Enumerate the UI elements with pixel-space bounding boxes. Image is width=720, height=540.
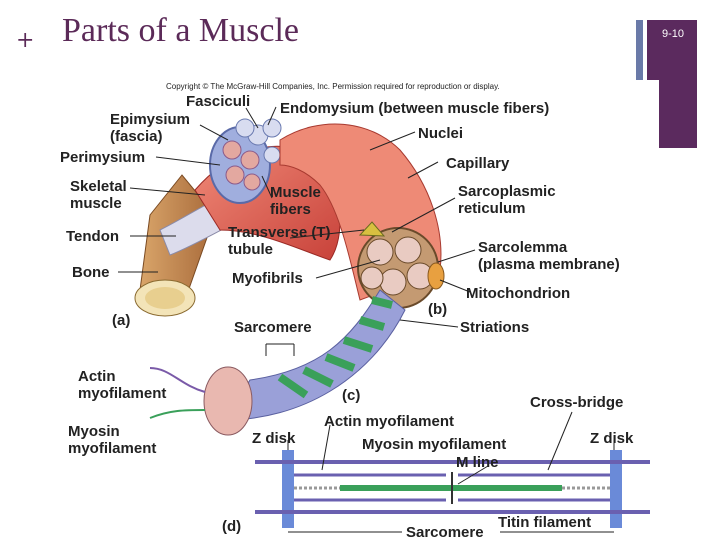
- label-titin-filament: Titin filament: [498, 514, 591, 531]
- label-z-disk-left: Z disk: [252, 430, 296, 447]
- accent-bar-lower: [659, 80, 697, 148]
- myosin-wisp: [149, 409, 206, 419]
- accent-bar-wide: [647, 20, 697, 80]
- label-sarcoplasmic: Sarcoplasmic: [458, 183, 556, 200]
- label-skeletal-muscle: muscle: [70, 195, 122, 212]
- label-muscle: Muscle: [270, 184, 321, 201]
- label-t-tubule: tubule: [228, 241, 273, 258]
- label-muscle-fibers: fibers: [270, 201, 311, 218]
- leader-lines: [118, 106, 615, 533]
- label-capillary: Capillary: [446, 155, 510, 172]
- label-m-line: M line: [456, 454, 499, 471]
- label-z-disk-right: Z disk: [590, 430, 634, 447]
- label-myosin: Myosin: [68, 423, 120, 440]
- label-sarcomere-bottom: Sarcomere: [406, 524, 484, 540]
- sarcomere-diagram: [255, 450, 650, 528]
- label-myosin-myofilament-d: Myosin myofilament: [362, 436, 506, 453]
- label-sarcoplasmic-reticulum: reticulum: [458, 200, 526, 217]
- label-actin-myofilament-d: Actin myofilament: [324, 413, 454, 430]
- myofibril-bundle: [357, 221, 445, 309]
- bullet-plus: +: [16, 28, 35, 53]
- slide-title: Parts of a Muscle: [62, 12, 300, 49]
- mitochondrion-shape: [427, 262, 445, 290]
- label-perimysium: Perimysium: [60, 149, 145, 166]
- copyright-line: Copyright © The McGraw-Hill Companies, I…: [166, 82, 500, 91]
- label-cross-bridge: Cross-bridge: [530, 394, 623, 411]
- accent-bar-thin: [636, 20, 643, 80]
- z-disk-left-shape: [282, 450, 294, 528]
- fasciculi-cross-section: [209, 118, 282, 204]
- label-myosin-myofilament: myofilament: [68, 440, 156, 457]
- label-transverse: Transverse (T): [228, 224, 331, 241]
- label-sarcolemma: Sarcolemma: [478, 239, 568, 256]
- label-epimysium: Epimysium: [110, 111, 190, 128]
- z-disk-right-shape: [610, 450, 622, 528]
- label-actin-myofilament: myofilament: [78, 385, 166, 402]
- myofibril-tube: [203, 289, 406, 436]
- label-actin: Actin: [78, 368, 116, 385]
- label-sarcomere-top: Sarcomere: [234, 319, 312, 336]
- slide-number: 9-10: [662, 28, 685, 40]
- label-nuclei: Nuclei: [418, 125, 463, 142]
- label-tendon: Tendon: [66, 228, 119, 245]
- label-panel-a: (a): [112, 312, 130, 329]
- label-panel-d: (d): [222, 518, 241, 535]
- actin-wisp: [149, 367, 206, 393]
- label-plasma-membrane: (plasma membrane): [478, 256, 620, 273]
- label-striations: Striations: [460, 319, 529, 336]
- label-bone: Bone: [72, 264, 110, 281]
- label-endomysium: Endomysium (between muscle fibers): [280, 100, 549, 117]
- label-fasciculi: Fasciculi: [186, 93, 250, 110]
- label-panel-b: (b): [428, 301, 447, 318]
- label-panel-c: (c): [342, 387, 360, 404]
- label-skeletal: Skeletal: [70, 178, 127, 195]
- label-epimysium-fascia: (fascia): [110, 128, 163, 145]
- label-mitochondrion: Mitochondrion: [466, 285, 570, 302]
- label-myofibrils: Myofibrils: [232, 270, 303, 287]
